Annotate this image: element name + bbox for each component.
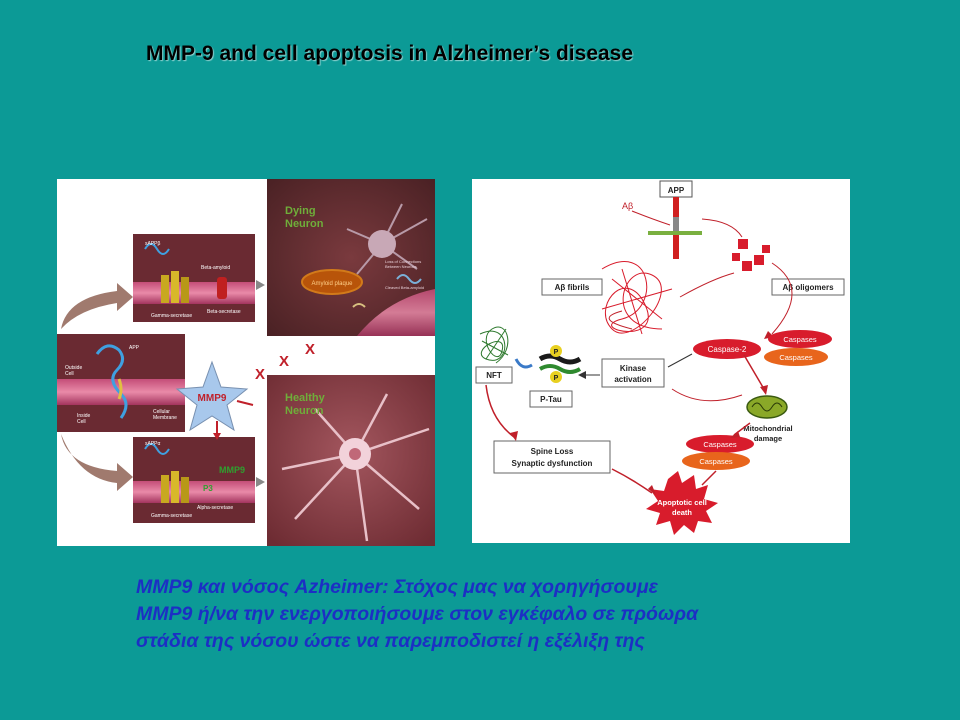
mmp9-green-label: MMP9: [219, 465, 245, 475]
abeta-label: Aβ: [622, 201, 633, 211]
cleaved-label: Cleaved Beta-amyloid: [385, 285, 424, 290]
ab-fibrils-label: Aβ fibrils: [555, 283, 590, 292]
oligomer-cluster: [732, 239, 770, 271]
block-mark-3: X: [305, 341, 315, 358]
dying-neuron-label-1: Dying: [285, 205, 316, 217]
nft-label: NFT: [486, 371, 502, 380]
mmp9-star-label: MMP9: [198, 393, 227, 404]
apoptotic-burst: [646, 471, 718, 535]
caption-line-1: MMP9 και νόσος Azheimer: Στόχος μας να χ…: [136, 576, 658, 598]
nft-box: [475, 366, 513, 384]
amyloid-plaque-label: Amyloid plaque: [311, 281, 353, 287]
beta-amyloid-label: Beta-amyloid: [201, 265, 230, 271]
caspases-ellipse-2: [764, 348, 828, 366]
healthy-neuron-label-1: Healthy: [285, 392, 326, 404]
outside-cell-label-1: Outside: [65, 365, 82, 371]
caspases-ellipse-1: [768, 330, 832, 348]
block-mark-1: X: [255, 366, 265, 383]
ptau-shape: [538, 345, 582, 383]
alpha-secretase-label: Alpha-secretase: [197, 505, 233, 511]
beta-secretase-label: Beta-secretase: [207, 309, 241, 315]
gamma-secretase-top-label: Gamma-secretase: [151, 313, 192, 319]
arrow-to-dying: [256, 280, 265, 290]
membrane-label-1: Cellular: [153, 409, 170, 415]
ab-fibrils-box: [541, 278, 603, 296]
app-box-label: APP: [668, 186, 685, 195]
block-mark-2: X: [279, 353, 289, 370]
apoptosis-cascade-figure: APP Aβ Aβ fibrils Aβ oligomers Caspa: [472, 179, 850, 543]
gamma-secretase-bottom-label: Gamma-secretase: [151, 513, 192, 519]
gamma-secretase-bottom: [161, 471, 189, 503]
beta-pathway-box: [133, 234, 255, 322]
caspase2-ellipse: [693, 339, 761, 359]
ptau-box: [529, 390, 573, 408]
ptau-label: P-Tau: [540, 395, 562, 404]
mmp9-star: [175, 360, 249, 432]
ab-oligomers-label: Aβ oligomers: [782, 283, 834, 292]
slide-title: MMP-9 and cell apoptosis in Alzheimer’s …: [146, 42, 634, 65]
p3-label: P3: [203, 484, 213, 493]
mmp9-pathway-illustration: Amyloid plaque Dying Neuron Loss of Conn…: [57, 179, 435, 546]
caspases-label-2: Caspases: [779, 353, 813, 362]
mito-label-2: damage: [754, 434, 782, 443]
amyloid-plaque: [301, 269, 363, 295]
kinase-label-2: activation: [614, 375, 651, 384]
healthy-neuron-label-2: Neuron: [285, 405, 324, 417]
spine-loss-box: [493, 440, 611, 474]
star-arrow-right: [236, 400, 254, 406]
caspases-label-1: Caspases: [783, 335, 817, 344]
apoptotic-label-1: Apoptotic cell: [657, 498, 707, 507]
p-label-1: P: [554, 349, 559, 356]
mito-label-1: Mitochondrial: [743, 424, 792, 433]
mmp9-pathway-figure: Amyloid plaque Dying Neuron Loss of Conn…: [57, 179, 435, 546]
curved-arrow-up: [61, 283, 133, 329]
fibril-tangle: [601, 261, 673, 335]
caspases-ellipse-3: [686, 435, 754, 453]
caption-line-3: στάδια της νόσου ώστε να παρεμποδιστεί η…: [136, 630, 645, 652]
dying-neuron-cell: [346, 203, 428, 275]
sappb-label: sAPPβ: [145, 241, 161, 247]
inside-cell-label-2: Cell: [77, 419, 86, 425]
arrow-to-healthy: [256, 477, 265, 487]
membrane-label-2: Membrane: [153, 415, 177, 421]
loss-label-1: Loss of Connections: [385, 259, 421, 264]
caspases-label-3: Caspases: [703, 440, 737, 449]
app-label: APP: [129, 345, 140, 351]
apoptosis-cascade-illustration: APP Aβ Aβ fibrils Aβ oligomers Caspa: [475, 180, 845, 535]
p-label-2: P: [554, 375, 559, 382]
slide-caption: MMP9 και νόσος Azheimer: Στόχος μας να χ…: [136, 574, 856, 655]
spine-label-1: Spine Loss: [531, 447, 574, 456]
caspase2-label: Caspase-2: [708, 345, 747, 354]
dying-neuron-label-2: Neuron: [285, 218, 324, 230]
beta-secretase-shape: [217, 277, 227, 299]
healthy-neuron-cell: [281, 393, 430, 542]
inside-cell-label-1: Inside: [77, 413, 91, 419]
nft-tangle: [479, 326, 509, 364]
loss-label-2: Between Neurons: [385, 264, 417, 269]
spine-label-2: Synaptic dysfunction: [512, 459, 593, 468]
alpha-pathway-box: [133, 437, 255, 523]
sappa-label: sAPPα: [145, 441, 161, 447]
caspases-label-4: Caspases: [699, 457, 733, 466]
gamma-secretase-top: [161, 271, 189, 303]
blue-curved-arrow: [514, 358, 533, 369]
kinase-label-1: Kinase: [620, 364, 647, 373]
outside-cell-label-2: Cell: [65, 371, 74, 377]
apoptotic-label-2: death: [672, 508, 692, 517]
kinase-box: [601, 358, 665, 388]
app-membrane: [648, 231, 702, 235]
mitochondria-shape: [746, 395, 788, 419]
caption-line-2: MMP9 ή/να την ενεργοποιήσουμε στον εγκέφ…: [136, 603, 699, 625]
curved-arrow-down: [61, 434, 133, 491]
caspases-ellipse-4: [682, 452, 750, 470]
